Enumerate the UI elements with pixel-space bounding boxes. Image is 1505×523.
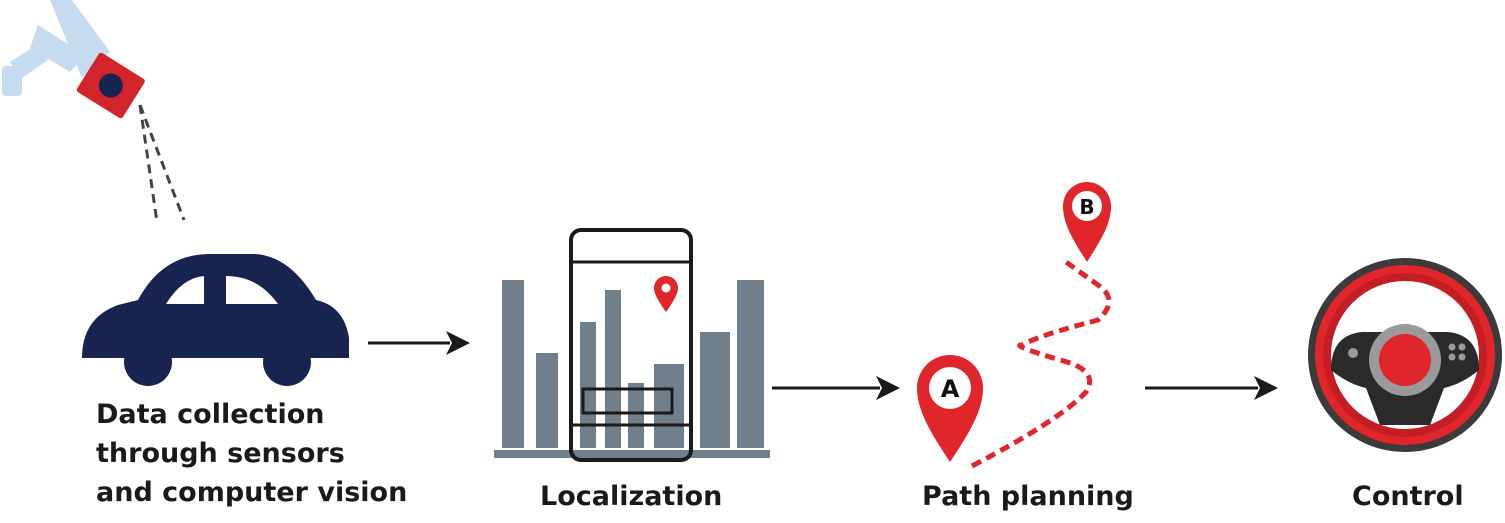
step-label-line: Localization [540,481,723,512]
step-label-line: through sensors [96,438,345,470]
pin-a-label: A [941,375,960,403]
step-label-line: Data collection [96,399,325,430]
planned-route [970,259,1112,469]
pin-b-label: B [1079,195,1094,219]
step-label-line: Control [1352,481,1464,512]
pin-a-icon: A [917,355,983,462]
arrow-right-icon [1145,376,1278,400]
phone-icon [569,228,693,462]
phone-search-box [581,387,674,415]
step-label-control: Control [1352,477,1464,516]
location-pin-icon [654,276,678,312]
step-label-data-collection: Data collection through sensors and comp… [96,395,407,512]
step-label-line: Path planning [922,481,1134,512]
car-icon [82,254,349,386]
camera-sensor-icon [2,0,186,223]
step-label-line: and computer vision [96,477,408,509]
step-label-localization: Localization [540,477,722,516]
step-label-path-planning: Path planning [922,477,1134,516]
steering-wheel-icon [1308,258,1502,452]
sensor-beam [138,104,186,223]
localization-skyline-icon [494,280,770,458]
pin-b-icon: B [1063,182,1111,262]
arrow-right-icon [772,376,900,400]
arrow-right-icon [368,331,470,355]
